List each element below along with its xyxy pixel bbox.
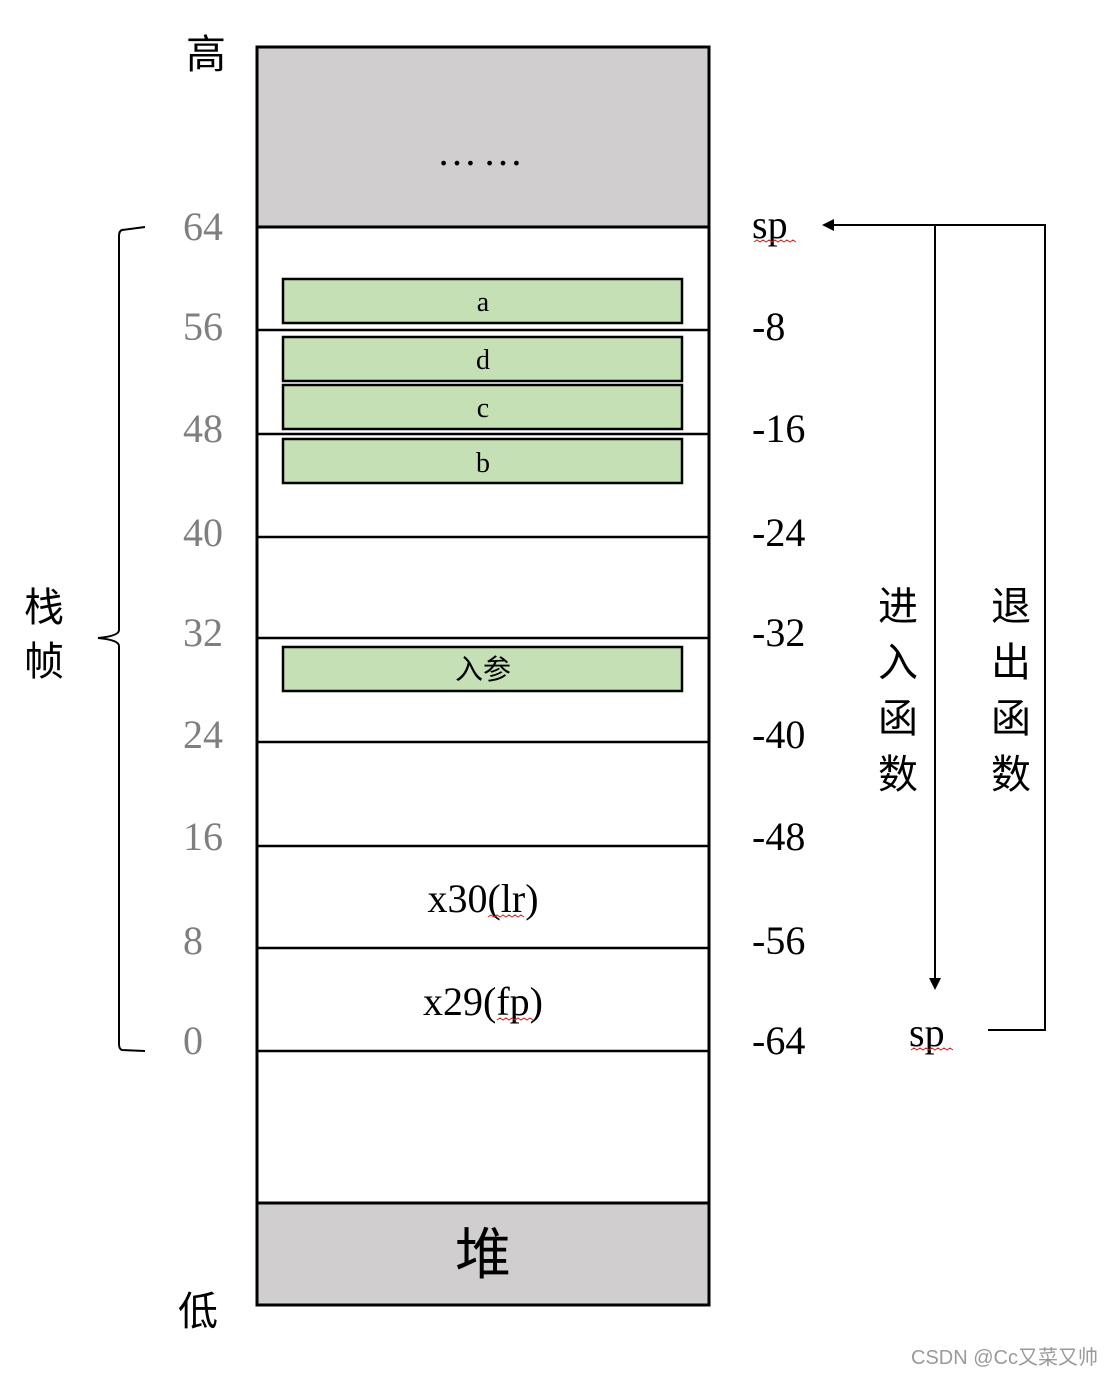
enter-function-label: 进 入 函 数 (878, 585, 918, 797)
variable-c: c (281, 383, 684, 431)
exit-label-char: 函 (991, 697, 1031, 741)
address-label: 32 (183, 610, 223, 655)
variable-box (281, 383, 684, 431)
exit-function-arrow (822, 219, 1046, 1031)
slot-x30-lr: x30(lr) (427, 876, 538, 921)
address-label: 24 (183, 712, 223, 757)
spellcheck-underline (753, 239, 797, 243)
sp-bottom-label: sp (909, 1010, 945, 1055)
variable-box (281, 645, 684, 693)
address-label: 64 (183, 204, 223, 249)
variable-a: a (281, 277, 684, 325)
low-label: 低 (178, 1290, 218, 1334)
upper-memory-region (255, 45, 711, 229)
variable-label: 入参 (455, 654, 511, 685)
watermark: CSDN @Cc又菜又帅 (911, 1346, 1098, 1369)
stack-frame-brace (97, 226, 146, 1052)
spellcheck-underline (910, 1047, 954, 1051)
variable-b: b (281, 437, 684, 485)
address-label: 48 (183, 406, 223, 451)
sp-top-label: sp (752, 202, 788, 247)
ellipsis-label: …… (437, 129, 529, 174)
offset-labels: -8 -16 -24 -32 -40 -48 -56 -64 (752, 304, 805, 1063)
address-label: 0 (183, 1018, 203, 1063)
enter-label-char: 数 (878, 753, 918, 797)
address-label: 40 (183, 510, 223, 555)
frame-label-char: 栈 (24, 586, 64, 630)
variable-label: b (476, 448, 490, 479)
variable-label: c (477, 393, 489, 424)
enter-label-char: 入 (878, 641, 918, 685)
heap-region (255, 1201, 711, 1307)
slot-x29-fp: x29(fp) (423, 979, 543, 1024)
variable-label: a (477, 287, 490, 318)
spellcheck-underline (487, 914, 525, 918)
address-label: 16 (183, 814, 223, 859)
variable-d: d (281, 335, 684, 383)
row-lines (257, 328, 709, 1053)
offset-label: -40 (752, 712, 805, 757)
enter-label-char: 进 (878, 585, 918, 629)
variable-label: d (476, 345, 490, 376)
variable-box (281, 437, 684, 485)
address-label: 56 (183, 304, 223, 349)
address-label: 8 (183, 918, 203, 963)
offset-label: -48 (752, 814, 805, 859)
exit-label-char: 数 (991, 753, 1031, 797)
exit-function-label: 退 出 函 数 (991, 585, 1031, 797)
variable-input-params: 入参 (281, 645, 684, 693)
high-label: 高 (186, 33, 226, 77)
address-labels: 64 56 48 40 32 24 16 8 0 (183, 204, 223, 1063)
offset-label: -24 (752, 510, 805, 555)
offset-label: -56 (752, 918, 805, 963)
offset-label: -64 (752, 1018, 805, 1063)
offset-label: -16 (752, 406, 805, 451)
spellcheck-underline (496, 1017, 534, 1021)
frame-label-char: 帧 (24, 640, 64, 684)
exit-label-char: 出 (991, 641, 1031, 685)
exit-label-char: 退 (991, 585, 1031, 629)
variable-box (281, 335, 684, 383)
enter-label-char: 函 (878, 697, 918, 741)
variable-box (281, 277, 684, 325)
offset-label: -8 (752, 304, 785, 349)
offset-label: -32 (752, 610, 805, 655)
heap-label: 堆 (455, 1223, 511, 1286)
